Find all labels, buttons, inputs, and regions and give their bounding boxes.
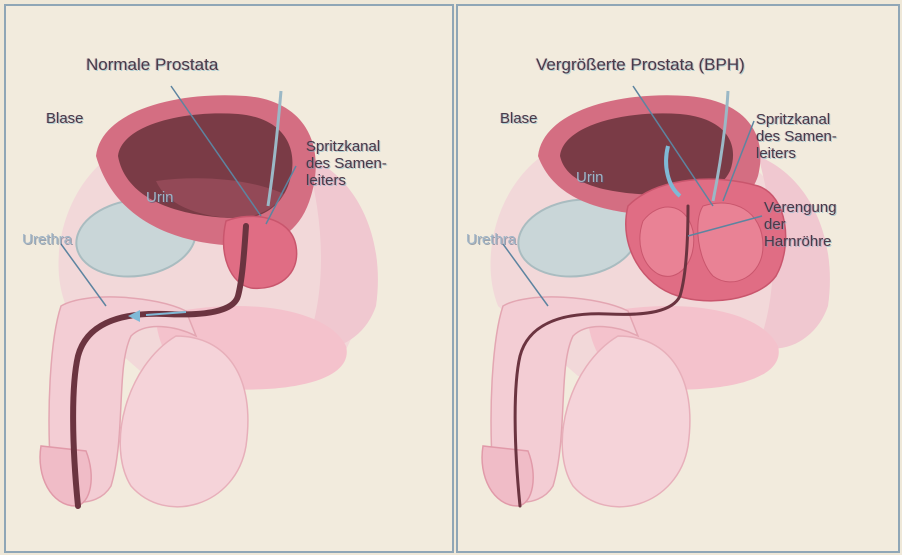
urine-label: Urin xyxy=(146,189,174,206)
normal-prostate-title: Normale Prostata xyxy=(86,56,218,73)
bph-anatomy-illustration xyxy=(458,6,898,551)
normal-anatomy-illustration xyxy=(6,6,452,551)
urethra-narrowing-label: Verengung der Harnröhre xyxy=(764,199,837,250)
ejaculatory-duct-label: Spritzkanal des Samen- leiters xyxy=(306,138,387,189)
urethra-label: Urethra xyxy=(22,231,72,248)
glans xyxy=(40,446,91,506)
normal-prostate-panel: Normale Prostata Blase Urin Urethra Spri… xyxy=(4,4,454,553)
normal-prostate xyxy=(224,216,297,288)
urine-label: Urin xyxy=(576,169,604,186)
bladder-label: Blase xyxy=(500,110,538,127)
bladder-label: Blase xyxy=(46,110,84,127)
ejaculatory-duct-label: Spritzkanal des Samen- leiters xyxy=(756,111,837,162)
glans xyxy=(482,446,533,506)
enlarged-prostate-panel: Vergrößerte Prostata (BPH) Blase Urin Ur… xyxy=(456,4,900,553)
urethra-label: Urethra xyxy=(466,231,516,248)
enlarged-prostate-title: Vergrößerte Prostata (BPH) xyxy=(536,56,745,73)
